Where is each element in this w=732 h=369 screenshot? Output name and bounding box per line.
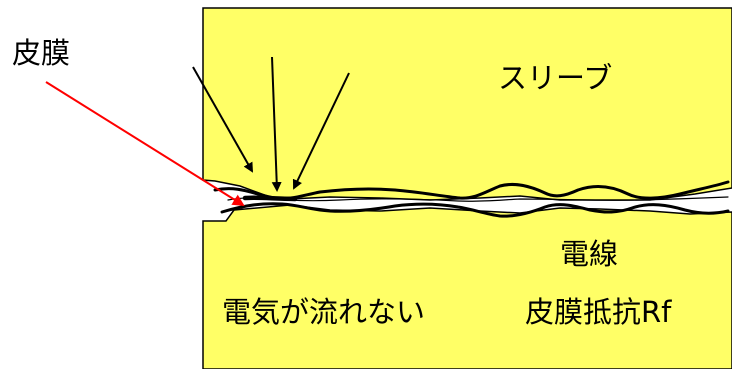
film-pointer-arrow	[45, 81, 245, 207]
film-label: 皮膜	[12, 36, 71, 70]
force-arrow-right	[292, 72, 350, 190]
interface-film-thick	[242, 195, 298, 202]
contact-interface	[213, 180, 730, 218]
wire-label: 電線	[560, 237, 619, 271]
no-current-label: 電気が流れない	[222, 295, 426, 329]
force-arrow-left	[192, 66, 253, 173]
wire-block	[202, 204, 732, 369]
sleeve-label: スリーブ	[498, 61, 613, 95]
interface-lower-edge	[220, 202, 730, 218]
interface-upper-edge	[213, 180, 730, 200]
sleeve-block	[202, 7, 732, 201]
film-resistance-label: 皮膜抵抗Rf	[525, 295, 672, 329]
force-arrow-center	[271, 56, 282, 192]
